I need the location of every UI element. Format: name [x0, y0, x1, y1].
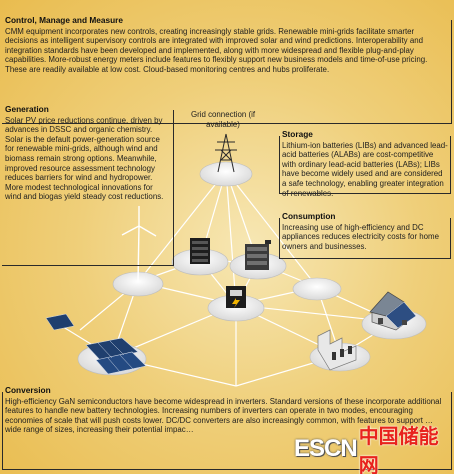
house-icon — [369, 291, 417, 331]
inverter-icon — [226, 286, 246, 308]
grid-pylon-icon — [215, 133, 237, 173]
logo-chinese: 中国储能网 — [358, 424, 439, 474]
wind-turbine-icon — [121, 206, 157, 283]
consumption-panel: Consumption Increasing use of high-effic… — [279, 211, 451, 260]
storage-title: Storage — [282, 129, 313, 139]
storage-body: Lithium-ion batteries (LIBs) and advance… — [282, 140, 448, 198]
logo-latin: ESCN — [294, 435, 358, 462]
generation-body: Solar PV price reductions continue, driv… — [5, 115, 164, 202]
storage-panel: Storage Lithium-ion batteries (LIBs) and… — [279, 129, 451, 198]
control-title: Control, Manage and Measure — [5, 15, 124, 25]
consumption-body: Increasing use of high-efficiency and DC… — [282, 222, 440, 251]
generation-title: Generation — [5, 104, 49, 114]
grid-connection-label: Grid connection (if available) — [190, 110, 256, 129]
generation-panel: Generation Solar PV price reductions con… — [2, 104, 174, 266]
factory-icon — [317, 329, 357, 371]
solar-panel-icon — [45, 313, 147, 375]
battery-rack-icon — [190, 238, 210, 264]
consumption-title: Consumption — [282, 211, 336, 221]
conversion-title: Conversion — [5, 385, 51, 395]
conversion-body: High-efficiency GaN semiconductors have … — [5, 396, 442, 435]
control-body: CMM equipment incorporates new controls,… — [5, 26, 428, 74]
escn-logo: ESCN 中国储能网 — [294, 424, 454, 474]
battery-storage-icon — [245, 240, 271, 270]
